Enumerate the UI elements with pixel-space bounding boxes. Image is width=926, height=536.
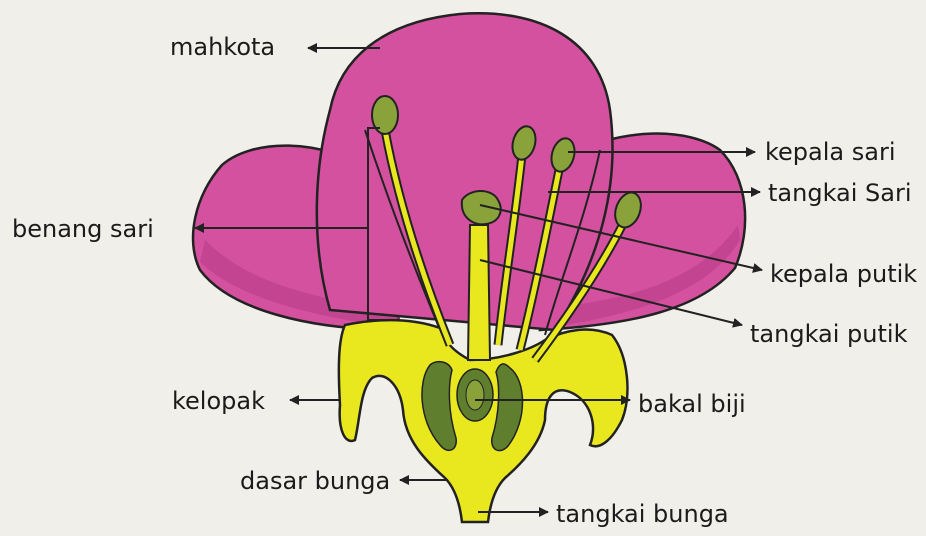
label-tangkai-putik: tangkai putik (750, 322, 907, 346)
label-bakal-biji: bakal biji (638, 392, 746, 416)
style (468, 225, 490, 360)
label-mahkota: mahkota (170, 35, 275, 59)
ovule-inner (466, 380, 484, 410)
label-dasar-bunga: dasar bunga (240, 469, 390, 493)
label-kelopak: kelopak (172, 389, 265, 413)
label-benang-sari: benang sari (12, 217, 154, 241)
label-kepala-sari: kepala sari (765, 140, 896, 164)
label-kepala-putik: kepala putik (770, 262, 917, 286)
label-tangkai-bunga: tangkai bunga (556, 502, 729, 526)
label-tangkai-sari: tangkai Sari (768, 181, 912, 205)
